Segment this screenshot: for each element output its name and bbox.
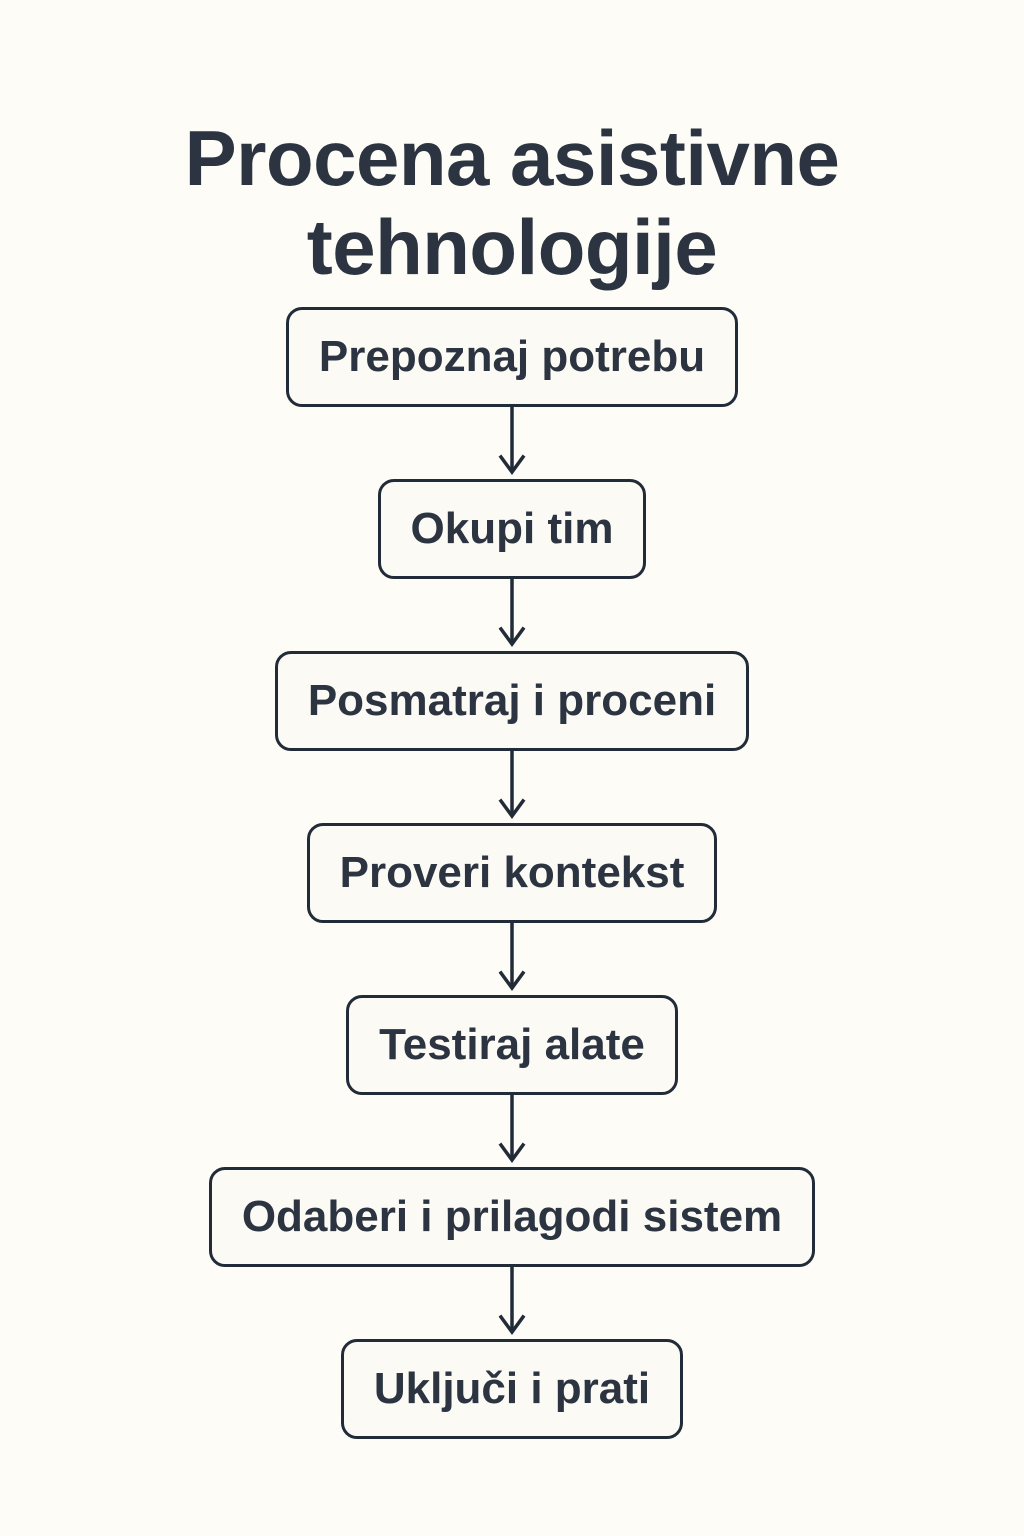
arrow-down-icon [495,923,529,995]
arrow-down-icon [495,407,529,479]
page-title: Procena asistivne tehnologije [184,114,840,292]
arrow-down-icon [495,1095,529,1167]
flow-node-1[interactable]: Prepoznaj potrebu [285,307,739,407]
flow-node-4[interactable]: Proveri kontekst [306,823,718,923]
flow-node-1-label: Prepoznaj potrebu [318,332,706,381]
arrow-down-icon [495,579,529,651]
flow-node-2[interactable]: Okupi tim [377,479,647,579]
arrow-down-icon [495,1267,529,1339]
flow-node-4-label: Proveri kontekst [339,848,685,897]
flow-node-7-label: Uključi i prati [373,1364,651,1413]
flow-node-5[interactable]: Testiraj alate [346,995,678,1095]
flow-node-3[interactable]: Posmatraj i proceni [274,651,750,751]
flow-node-7[interactable]: Uključi i prati [340,1339,684,1439]
flow-node-6[interactable]: Odaberi i prilagodi sistem [208,1167,816,1267]
flowchart-flow: Prepoznaj potrebu Okupi tim Posmatraj i … [0,307,1024,1439]
flow-node-3-label: Posmatraj i proceni [307,676,717,725]
arrow-down-icon [495,751,529,823]
flow-node-2-label: Okupi tim [410,504,614,553]
flow-node-6-label: Odaberi i prilagodi sistem [241,1192,783,1241]
flow-node-5-label: Testiraj alate [379,1020,645,1069]
